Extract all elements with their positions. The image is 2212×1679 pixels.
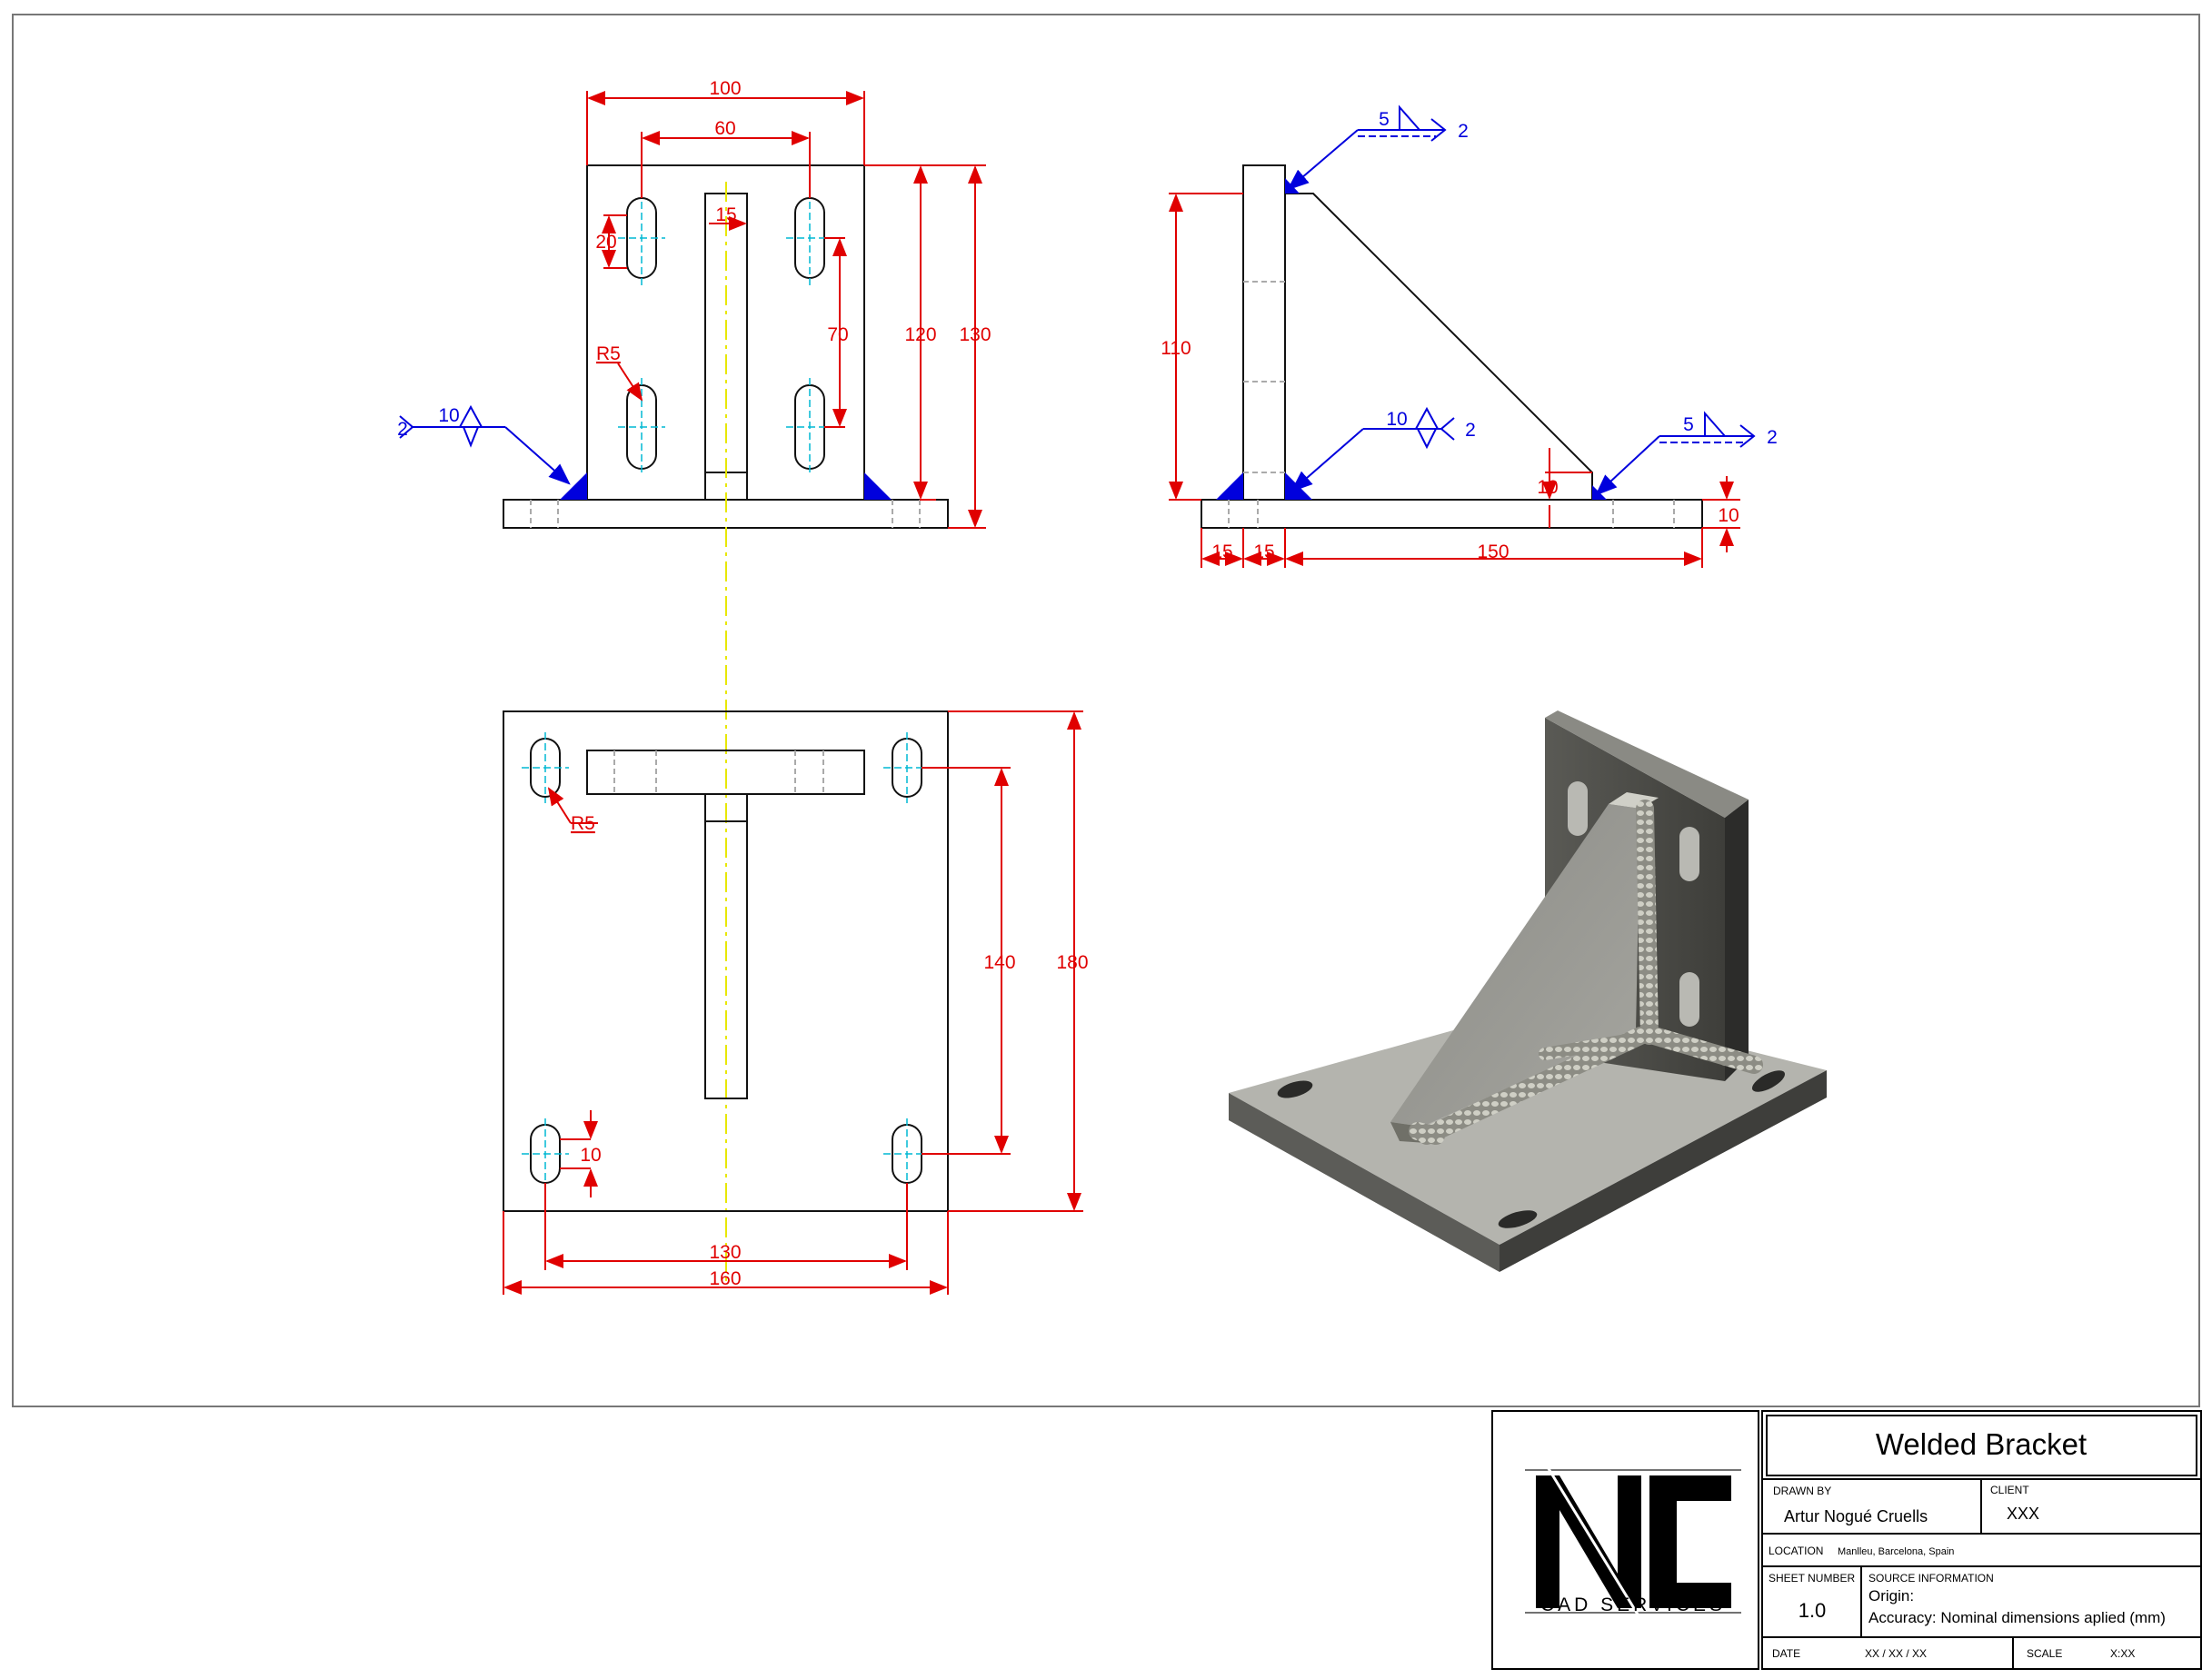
front-dim-slot-length: 20 [595, 232, 616, 253]
side-dimensions [1169, 193, 1740, 568]
sheet-border [12, 14, 2200, 1407]
front-dim-slot-pitch: 70 [827, 324, 848, 345]
sheet-number-label: SHEET NUMBER [1769, 1572, 1855, 1585]
front-dim-total-height: 130 [959, 324, 991, 345]
iso-base-plate-side [1229, 1093, 1500, 1272]
top-dim-plate-x: 160 [709, 1268, 741, 1289]
location-label: LOCATION [1769, 1545, 1823, 1557]
side-dim-gusset-height: 110 [1161, 338, 1191, 359]
side-view [1201, 164, 1703, 529]
side-dim-b: 15 [1253, 541, 1274, 562]
side-back-plate [1242, 164, 1286, 501]
side-dim-c: 150 [1477, 541, 1509, 562]
side-base-plate [1201, 499, 1703, 529]
iso-weld-bead [1409, 1122, 1445, 1145]
iso-back-plate-top [1545, 710, 1749, 818]
top-dimensions [503, 710, 1083, 1295]
logo-caption: CAD SERVICES [1540, 1595, 1726, 1615]
side-dim-toe: 10 [1537, 477, 1558, 498]
side-dimension-labels: 110 10 10 15 15 150 [1161, 338, 1739, 562]
top-dim-hole-pitch-y: 140 [983, 952, 1015, 973]
top-dim-slot-radius: R5 [571, 813, 595, 834]
front-weld-size: 10 [438, 405, 459, 426]
scale-value: X:XX [2110, 1647, 2135, 1660]
side-weld-toe-size: 5 [1683, 414, 1694, 435]
source-info-label: SOURCE INFORMATION [1868, 1572, 1994, 1585]
scale-label: SCALE [2027, 1647, 2062, 1660]
client-value: XXX [2007, 1505, 2039, 1523]
front-fillet-weld [864, 472, 892, 500]
top-base-plate [503, 710, 949, 1212]
side-fillet-weld [1216, 472, 1243, 500]
front-dim-plate-height: 120 [904, 324, 936, 345]
logo-c-mark [1649, 1475, 1731, 1608]
side-weld-top-size: 5 [1379, 109, 1390, 130]
logo-n-mark [1536, 1475, 1641, 1608]
logo-box: CAD SERVICES [1491, 1410, 1759, 1670]
iso-weld-bead [1636, 800, 1659, 1045]
front-fillet-weld [560, 472, 587, 500]
iso-weld-bead [1418, 1027, 1649, 1145]
front-dim-hole-spacing: 60 [714, 118, 735, 139]
top-dim-slot-width: 10 [580, 1145, 601, 1166]
drawn-by-value: Artur Nogué Cruells [1784, 1507, 1928, 1525]
side-weld-top-count: 2 [1458, 121, 1469, 142]
accuracy-text: Accuracy: Nominal dimensions aplied (mm) [1868, 1609, 2166, 1626]
side-weld-labels: 5 2 10 2 5 2 [1379, 109, 1778, 448]
iso-back-plate-side [1725, 800, 1749, 1081]
title-block [1761, 1410, 2202, 1670]
location-value: Manlleu, Barcelona, Spain [1838, 1546, 1954, 1557]
drawing-title: Welded Bracket [1876, 1427, 2087, 1461]
isometric-render [1229, 710, 1827, 1272]
side-weld-mid-count: 2 [1465, 420, 1476, 441]
side-weld-mid-size: 10 [1386, 409, 1407, 430]
top-dim-hole-pitch-x: 130 [709, 1242, 741, 1263]
side-weld-symbols [1287, 104, 1756, 496]
side-weld-toe-count: 2 [1767, 427, 1778, 448]
drawn-by-label: DRAWN BY [1773, 1485, 1831, 1497]
front-dim-slot-radius: R5 [596, 343, 621, 364]
iso-weld-bead [1645, 1027, 1763, 1074]
origin-text: Origin: [1868, 1587, 1914, 1604]
side-dim-a: 15 [1211, 541, 1232, 562]
sheet-number-value: 1.0 [1798, 1599, 1827, 1622]
top-dim-plate-y: 180 [1056, 952, 1088, 973]
top-gusset [704, 793, 748, 1099]
title-block-text: Welded Bracket DRAWN BY Artur Nogué Crue… [1769, 1427, 2166, 1660]
client-label: CLIENT [1990, 1484, 2029, 1496]
date-label: DATE [1772, 1647, 1800, 1660]
date-value: XX / XX / XX [1865, 1647, 1927, 1660]
front-dim-rib: 15 [715, 204, 736, 225]
front-weld-count: 2 [397, 419, 408, 440]
front-dimensions [586, 91, 986, 529]
top-dimension-labels: R5 10 140 180 130 160 [571, 813, 1089, 1289]
side-gusset [1285, 193, 1593, 500]
iso-weld-bead [1539, 1029, 1660, 1060]
front-weld-symbol [399, 404, 571, 485]
front-dimension-labels: 100 60 15 20 R5 70 120 130 [595, 78, 991, 364]
top-view [503, 710, 949, 1212]
iso-base-plate-side [1500, 1070, 1827, 1272]
side-dim-base-thickness: 10 [1718, 505, 1739, 526]
front-dim-width: 100 [709, 78, 741, 99]
